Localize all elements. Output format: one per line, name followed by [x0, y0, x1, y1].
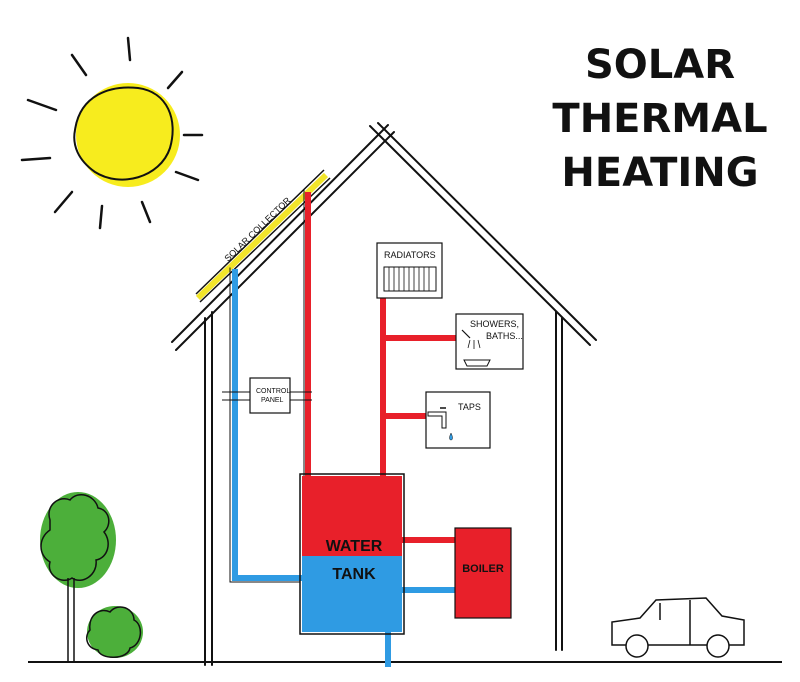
- tank-tank-label: TANK: [332, 566, 376, 583]
- taps-box: [425, 391, 491, 449]
- tank-water-label: WATER: [326, 538, 383, 555]
- taps-label: TAPS: [458, 402, 481, 412]
- cold-pipes: [229, 267, 458, 667]
- radiators-label: RADIATORS: [384, 250, 436, 260]
- water-tank: [299, 473, 405, 635]
- showers-box: [455, 313, 524, 370]
- solar-collector-label: SOLAR COLLECTOR: [222, 195, 293, 264]
- house-outline: [171, 122, 597, 666]
- diagram-title: SOLAR THERMAL HEATING: [540, 38, 780, 200]
- control-panel-label-1: CONTROL: [256, 388, 290, 395]
- sun-icon: [20, 36, 204, 230]
- control-panel-label-2: PANEL: [261, 397, 284, 404]
- boiler: [454, 527, 512, 619]
- tree-small-icon: [85, 606, 143, 658]
- title-line-2: THERMAL: [552, 96, 768, 142]
- showers-label: SHOWERS,: [470, 319, 519, 329]
- hot-pipes: [303, 189, 459, 543]
- tree-large-icon: [40, 492, 116, 662]
- baths-label: BATHS...: [486, 331, 523, 341]
- title-line-3: HEATING: [561, 150, 759, 196]
- boiler-label: BOILER: [462, 563, 504, 575]
- radiators-box: [376, 242, 443, 299]
- control-panel-box: [222, 377, 312, 414]
- car-icon: [611, 597, 745, 658]
- title-line-1: SOLAR: [584, 42, 736, 88]
